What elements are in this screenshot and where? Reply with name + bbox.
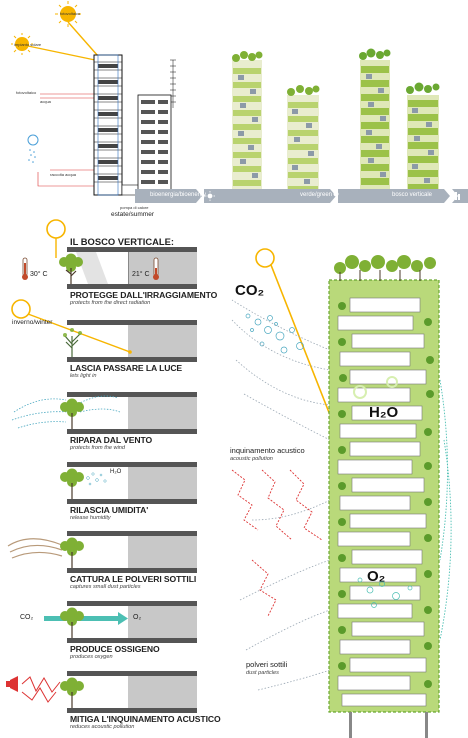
tree-icon bbox=[59, 253, 83, 284]
temp-cool: 21° C bbox=[132, 271, 150, 278]
water-drop-icon bbox=[27, 134, 39, 163]
oxygen-flow bbox=[439, 379, 452, 641]
tower-green-1 bbox=[232, 51, 263, 195]
noise-title: inquinamento acustico bbox=[230, 446, 305, 455]
tower-bosco-2 bbox=[406, 82, 440, 195]
humidity-dots bbox=[86, 472, 107, 486]
building-icon bbox=[455, 192, 460, 200]
thermometer-icon bbox=[22, 257, 28, 280]
air-flow-lines bbox=[231, 299, 331, 691]
sun-label: fotovoltaico bbox=[60, 11, 81, 16]
temp-hot: 30° C bbox=[30, 271, 48, 278]
sun-icon bbox=[205, 191, 215, 201]
item-7-sub: reduces acoustic pollution bbox=[70, 724, 135, 730]
noise-zigzag bbox=[21, 676, 61, 703]
winter-label: inverno/winter bbox=[12, 319, 53, 326]
tower-bioenergy-2 bbox=[137, 94, 172, 196]
item-1-title: PROTEGGE DALL'IRRAGGIAMENTO bbox=[70, 290, 218, 300]
band-label-green: verde/green bbox=[300, 192, 333, 198]
dust-sub: dust particles bbox=[246, 670, 279, 676]
tree-icon bbox=[63, 328, 82, 357]
item-2-sub: lets light in bbox=[70, 373, 97, 379]
tower-bosco-1 bbox=[359, 48, 391, 195]
item-5-title: CATTURA LE POLVERI SOTTILI bbox=[70, 574, 197, 584]
tower-bioenergy bbox=[93, 54, 141, 196]
side-note-1: fotovoltaico bbox=[16, 90, 37, 95]
co2-to-o2-arrow bbox=[44, 612, 128, 625]
wind-lines bbox=[11, 395, 121, 429]
side-note-2: acqua bbox=[40, 99, 51, 104]
section-title: IL BOSCO VERTICALE: bbox=[70, 236, 174, 247]
item-2-title: LASCIA PASSARE LA LUCE bbox=[70, 363, 183, 373]
h2o-label: H₂O bbox=[369, 404, 399, 421]
under-note: pompa di calore bbox=[120, 205, 149, 210]
item-6-sub: produces oxygen bbox=[70, 654, 113, 660]
item-3-title: RIPARA DAL VENTO bbox=[70, 435, 153, 445]
item-4-title: RILASCIA UMIDITA' bbox=[70, 505, 149, 515]
co2-label: CO₂ bbox=[235, 282, 265, 299]
co2-bubbles bbox=[245, 313, 304, 354]
item-6-title: PRODUCE OSSIGENO bbox=[70, 644, 160, 654]
side-note-3: raccolta acqua bbox=[50, 172, 77, 177]
tree-icon bbox=[60, 468, 84, 499]
balcony-trees bbox=[338, 302, 434, 688]
dust-swirl bbox=[7, 538, 63, 559]
item-4-sub: release humidity bbox=[70, 515, 111, 521]
megaphone-icon bbox=[6, 676, 18, 692]
thermometer-icon bbox=[153, 257, 159, 280]
o2-small: O₂ bbox=[133, 614, 142, 621]
dust-title: polveri sottili bbox=[246, 660, 288, 669]
item-5-sub: captures small dust particles bbox=[70, 584, 141, 590]
h2o-small: H₂O bbox=[110, 469, 122, 475]
item-7-title: MITIGA L'INQUINAMENTO ACUSTICO bbox=[70, 714, 221, 724]
timeline-band bbox=[135, 189, 468, 203]
tree-icon bbox=[60, 537, 84, 568]
band-label-bosco: bosco verticale bbox=[392, 192, 433, 198]
row-slabs bbox=[67, 247, 197, 713]
o2-label: O₂ bbox=[367, 568, 386, 585]
sun2-label: impianto solare bbox=[14, 42, 42, 47]
tree-icon bbox=[60, 398, 84, 429]
noise-waves bbox=[231, 469, 323, 617]
sun-icon bbox=[11, 33, 33, 55]
o2-bubbles bbox=[353, 376, 413, 608]
tree-icon bbox=[60, 677, 84, 708]
co2-small: CO₂ bbox=[20, 614, 34, 621]
item-3-sub: protects from the wind bbox=[70, 445, 126, 451]
item-1-sub: protects from the direct radiation bbox=[70, 300, 151, 306]
noise-sub: acoustic pollution bbox=[230, 456, 273, 462]
tree-icon bbox=[60, 607, 84, 638]
sun-icon bbox=[55, 1, 81, 27]
tree-icon bbox=[333, 191, 339, 200]
band-label-bioenergy: bioenergia/bioenergy bbox=[150, 192, 207, 198]
season-label: estate/summer bbox=[111, 211, 154, 218]
tower-green-2 bbox=[287, 85, 320, 195]
tower-floors bbox=[337, 297, 427, 707]
